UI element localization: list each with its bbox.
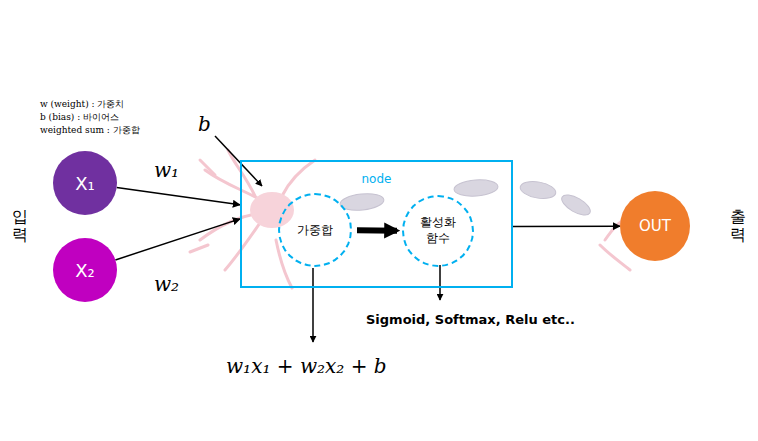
weight-arrow — [117, 187, 240, 204]
weight-arrow — [115, 219, 240, 260]
activation-circle: 활성화 함수 — [402, 195, 474, 267]
weight-label: w₂ — [152, 272, 181, 296]
flow-arrow — [357, 227, 397, 233]
node-text: X₂ — [75, 260, 95, 281]
node-text: node — [242, 172, 511, 186]
legend-line: w (weight) : 가중치 — [40, 98, 124, 111]
bias-label: b — [198, 112, 211, 136]
sum-circle: 가중합 — [278, 193, 352, 267]
dendrites — [190, 150, 630, 288]
legend-line: b (bias) : 바이어스 — [40, 111, 119, 124]
node-text: 가중합 — [297, 222, 333, 239]
sum-leader — [312, 268, 314, 342]
legend-line: weighted sum : 가중합 — [40, 124, 140, 137]
cell-body — [250, 192, 294, 228]
input-circle: X₂ — [53, 238, 117, 302]
weight-label: w₁ — [152, 158, 181, 182]
node-box: node 가중합 활성화 함수 — [240, 160, 513, 288]
input-circle: X₁ — [53, 151, 117, 215]
node-text: 활성화 함수 — [419, 215, 457, 246]
output-arrow — [513, 225, 620, 227]
node-text: X₁ — [75, 173, 95, 194]
formula: w₁x₁ + w₂x₂ + b — [226, 354, 387, 378]
activation-examples: Sigmoid, Softmax, Relu etc.. — [366, 312, 575, 327]
activation-leader — [439, 265, 441, 300]
input-side-label: 입력 — [12, 208, 28, 243]
output-side-label: 출력 — [730, 208, 746, 243]
node-text: OUT — [639, 217, 671, 235]
output-circle: OUT — [620, 191, 690, 261]
